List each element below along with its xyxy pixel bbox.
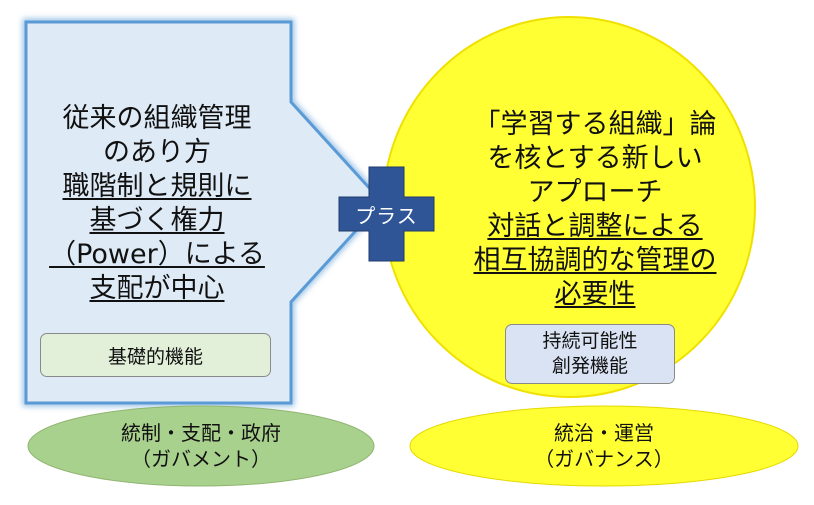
right-line-3: アプローチ [527,177,663,208]
left-line-5: （Power）による [49,239,265,270]
left-ellipse-line-1: 統制・支配・政府 [121,421,281,445]
left-arrow [24,20,385,405]
left-line-4: 基づく権力 [89,205,225,236]
left-line-6: 支配が中心 [89,273,225,304]
left-line-2: のあり方 [103,137,211,168]
right-ellipse-line-1: 統治・運営 [554,421,654,445]
left-ellipse [27,405,375,487]
right-line-4: 対話と調整による [487,211,703,242]
right-ellipse [409,405,799,487]
left-line-1: 従来の組織管理 [62,103,252,134]
right-ellipse-line-2: （ガバナンス） [534,447,674,471]
plus-cross [338,166,435,262]
right-line-6: 必要性 [554,279,636,310]
right-description: 「学習する組織」論 を核とする新しい アプローチ 対話と調整による 相互協調的な… [430,108,760,312]
right-ellipse-label: 統治・運営 （ガバナンス） [410,420,798,472]
right-box-line-2: 創発機能 [551,355,628,377]
left-ellipse-label: 統制・支配・政府 （ガバメント） [28,420,374,472]
right-line-2: を核とする新しい [487,143,703,174]
left-description: 従来の組織管理 のあり方 職階制と規則に 基づく権力 （Power）による 支配… [26,102,288,306]
right-line-5: 相互協調的な管理の [473,245,717,276]
basic-function-box: 基礎的機能 [40,333,271,377]
left-line-3: 職階制と規則に [62,171,252,202]
plus-label: プラス [355,203,418,228]
right-box-line-1: 持続可能性 [542,330,638,352]
left-ellipse-line-2: （ガバメント） [131,447,271,471]
right-line-1: 「学習する組織」論 [473,109,717,140]
sustainability-box: 持続可能性 創発機能 [505,324,675,384]
